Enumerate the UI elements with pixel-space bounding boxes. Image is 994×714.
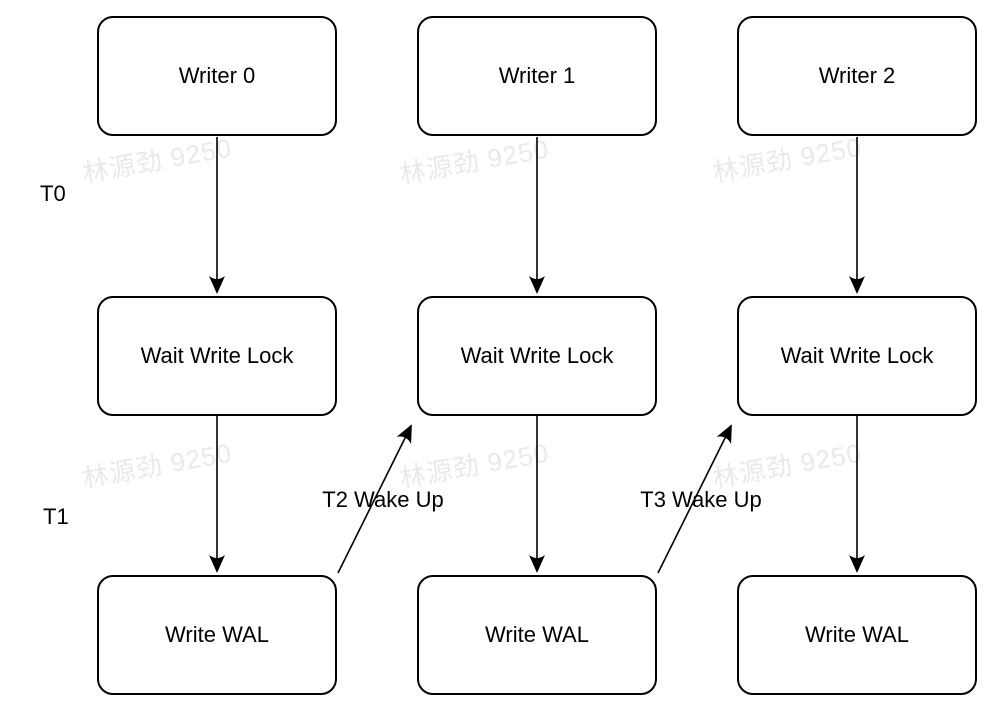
arrow-t2-wake-up xyxy=(337,424,412,574)
node-writer-0-label: Writer 0 xyxy=(178,63,256,88)
node-write-wal-1: Write WAL xyxy=(417,575,657,695)
node-wait-write-lock-1-label: Wait Write Lock xyxy=(460,343,614,368)
arrow-t3-wake-up xyxy=(657,424,732,574)
node-write-wal-2-label: Write WAL xyxy=(805,622,909,647)
node-wait-write-lock-0: Wait Write Lock xyxy=(97,296,337,416)
label-t2-wake-up: T2 Wake Up xyxy=(322,487,444,512)
node-writer-2: Writer 2 xyxy=(737,16,977,136)
node-write-wal-0-label: Write WAL xyxy=(165,622,269,647)
node-wait-write-lock-0-label: Wait Write Lock xyxy=(140,343,294,368)
node-write-wal-2: Write WAL xyxy=(737,575,977,695)
node-writer-1: Writer 1 xyxy=(417,16,657,136)
node-write-wal-1-label: Write WAL xyxy=(485,622,589,647)
node-wait-write-lock-2-label: Wait Write Lock xyxy=(780,343,934,368)
timeline-label-t0: T0 xyxy=(40,181,66,206)
node-write-wal-0: Write WAL xyxy=(97,575,337,695)
node-wait-write-lock-2: Wait Write Lock xyxy=(737,296,977,416)
node-writer-2-label: Writer 2 xyxy=(818,63,896,88)
node-writer-0: Writer 0 xyxy=(97,16,337,136)
node-wait-write-lock-1: Wait Write Lock xyxy=(417,296,657,416)
label-t3-wake-up: T3 Wake Up xyxy=(640,487,762,512)
timeline-label-t1: T1 xyxy=(43,504,69,529)
node-writer-1-label: Writer 1 xyxy=(498,63,576,88)
